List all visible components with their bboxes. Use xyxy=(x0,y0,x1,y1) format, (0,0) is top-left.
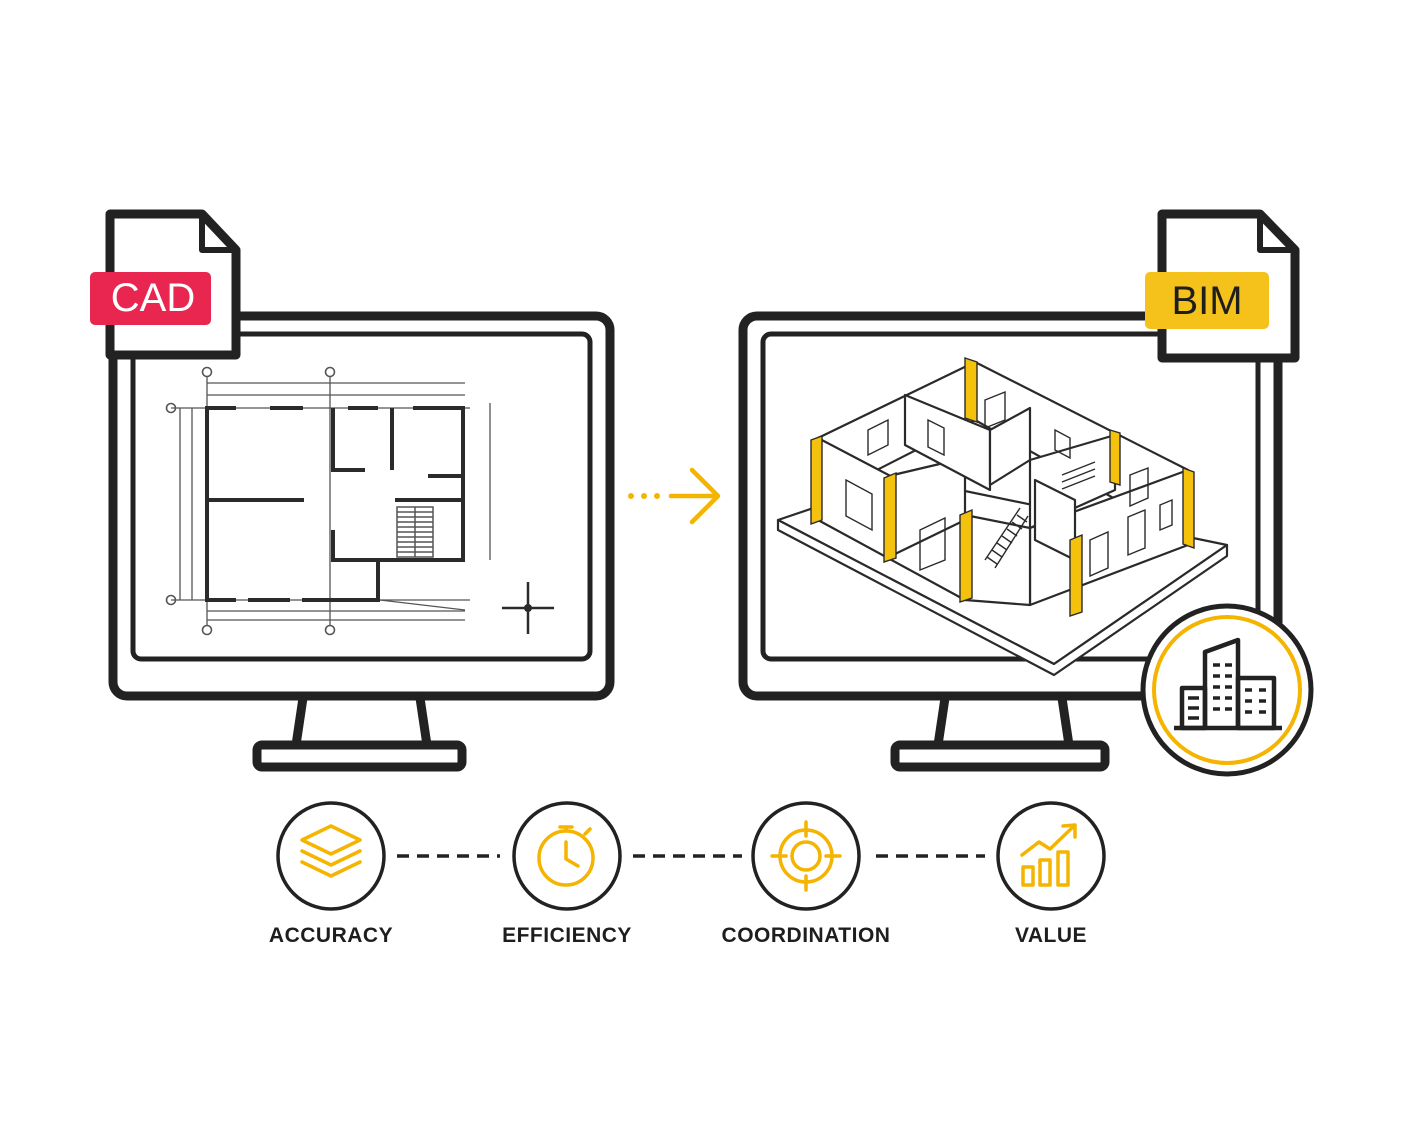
benefit-accuracy: ACCURACY xyxy=(269,801,393,947)
cad-monitor xyxy=(108,311,615,772)
benefit-label: EFFICIENCY xyxy=(502,924,632,947)
benefits-row: ACCURACY EFFICIENCY xyxy=(269,801,1106,947)
bim-monitor xyxy=(738,311,1283,772)
bim-3d-model xyxy=(776,357,1229,677)
bim-badge-label: BIM xyxy=(1171,279,1242,323)
growth-chart-icon xyxy=(1020,823,1077,887)
benefit-coordination: COORDINATION xyxy=(722,801,891,947)
benefit-value: VALUE xyxy=(996,801,1106,947)
target-icon xyxy=(770,820,842,892)
buildings-icon xyxy=(1174,637,1282,731)
conversion-arrow xyxy=(628,467,721,525)
building-badge xyxy=(1140,603,1314,777)
benefit-label: COORDINATION xyxy=(722,924,891,947)
stopwatch-icon xyxy=(537,825,595,887)
cad-floor-plan xyxy=(165,366,554,636)
layers-icon xyxy=(300,824,362,878)
crosshair-icon xyxy=(502,582,554,634)
cad-badge-label: CAD xyxy=(111,276,195,320)
cad-format-badge: CAD xyxy=(90,272,211,325)
benefit-label: VALUE xyxy=(1015,924,1087,947)
benefit-label: ACCURACY xyxy=(269,924,393,947)
bim-format-badge: BIM xyxy=(1145,272,1269,329)
benefit-efficiency: EFFICIENCY xyxy=(502,801,632,947)
